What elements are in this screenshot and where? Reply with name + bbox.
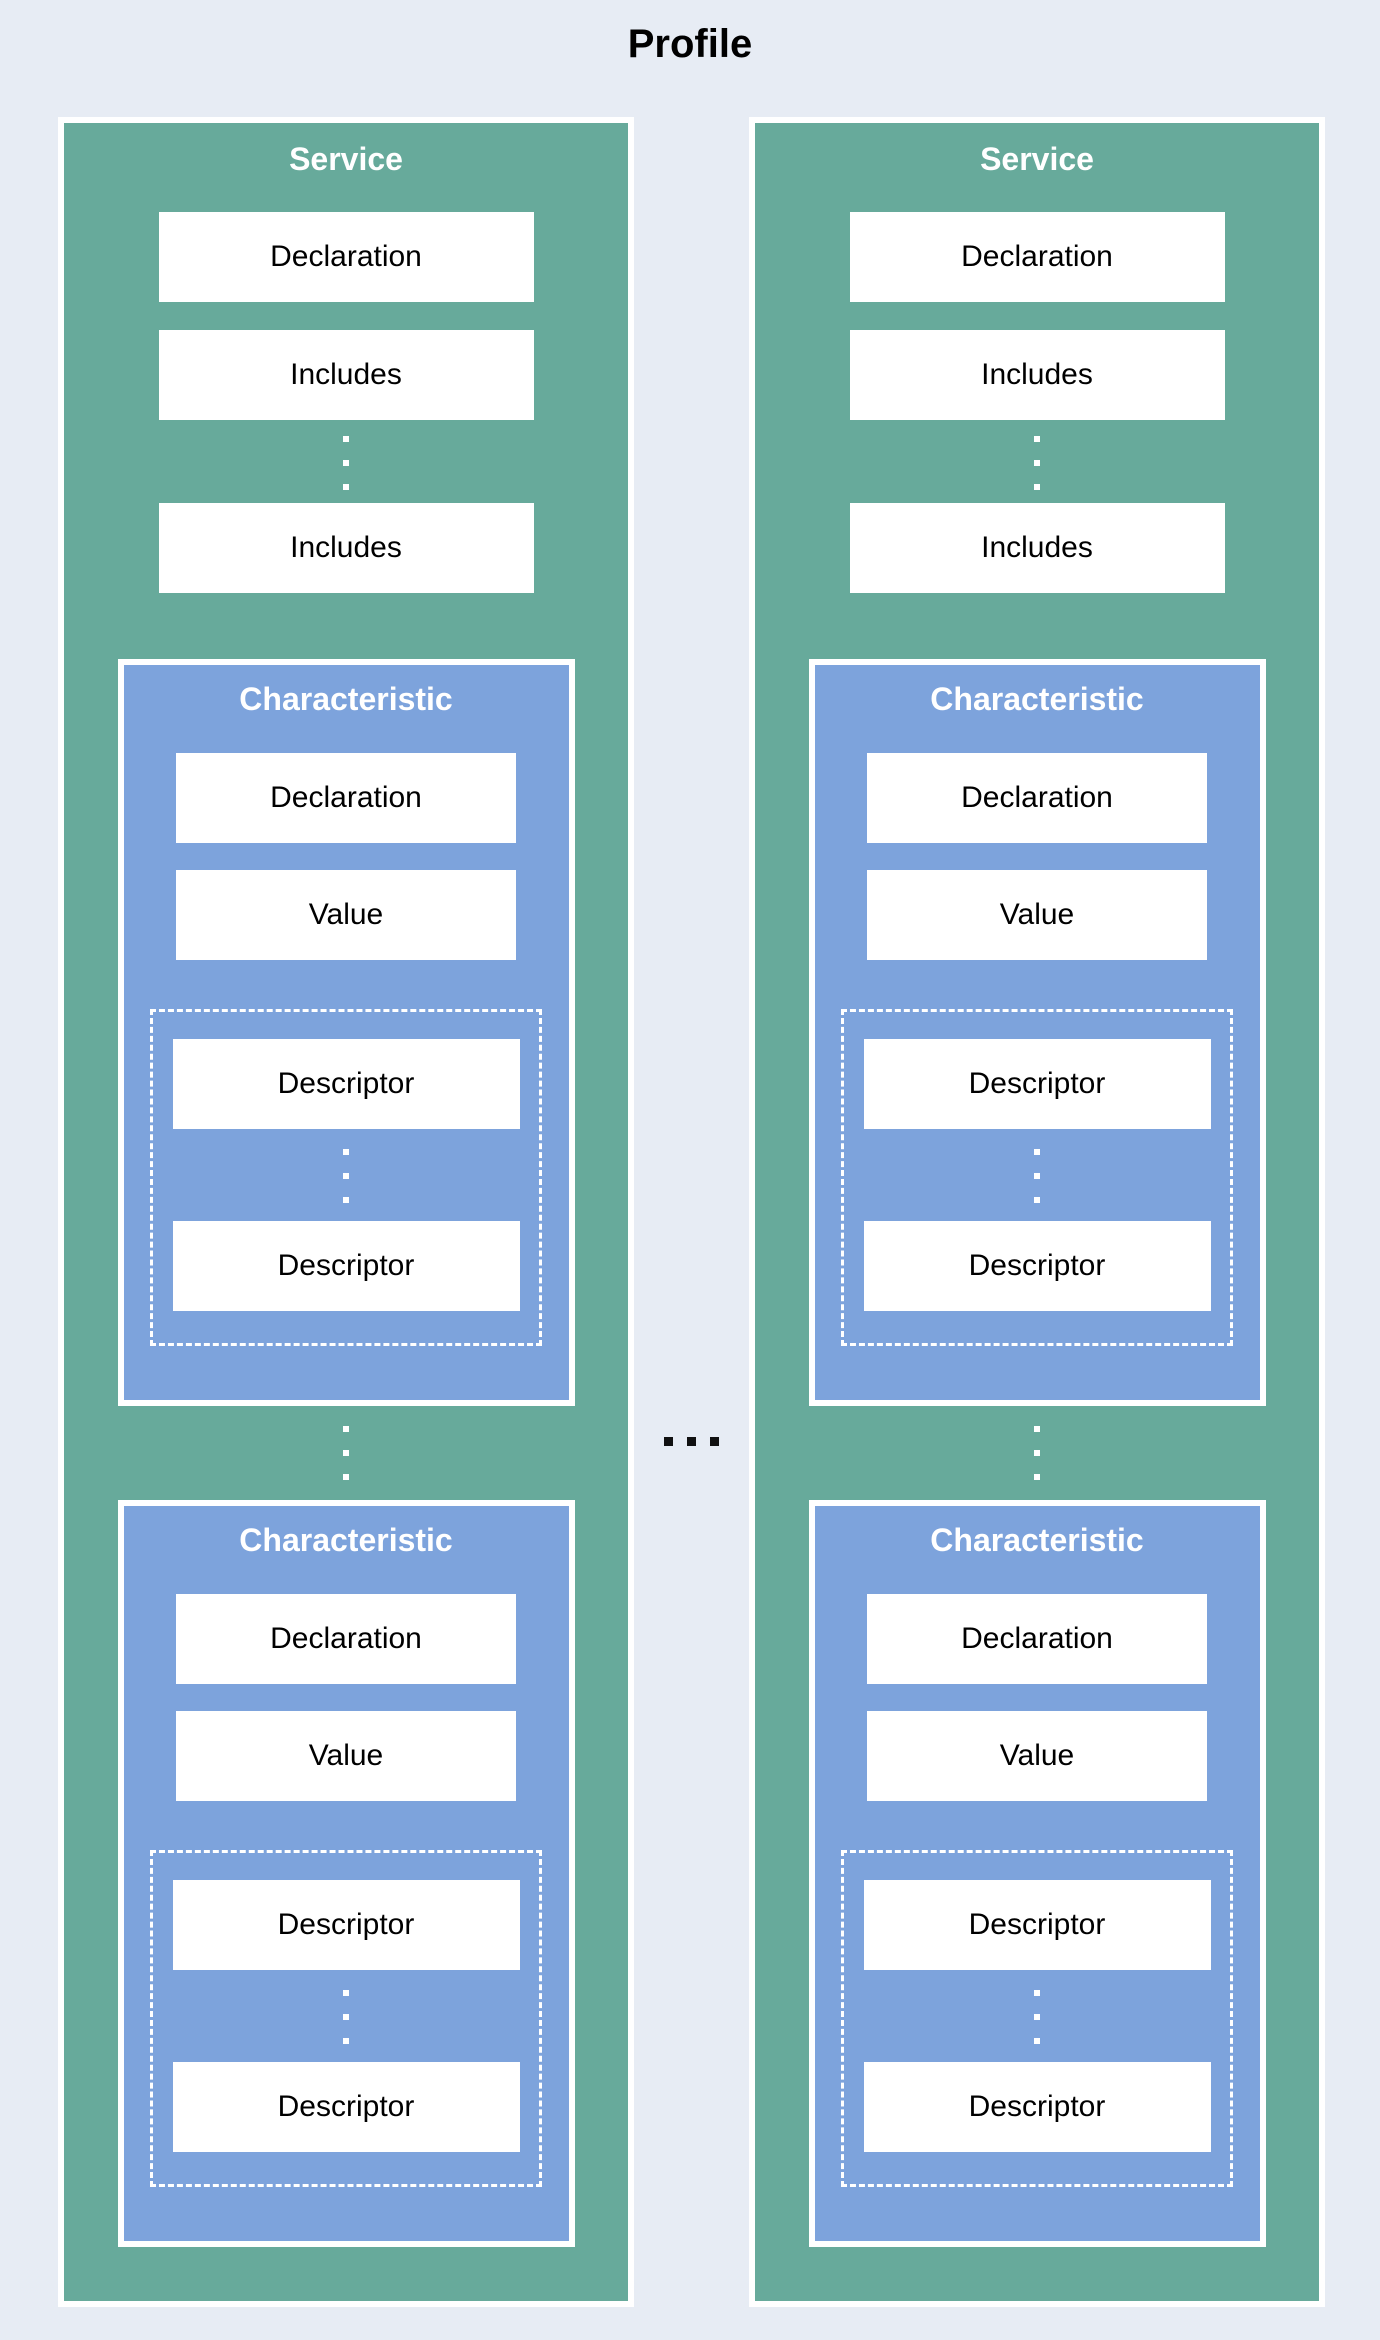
characteristic-declaration-box: Declaration	[176, 1594, 516, 1684]
ellipsis-dot	[1034, 1149, 1040, 1155]
ellipsis-dot	[343, 1149, 349, 1155]
service-panel: Service Declaration Includes Includes Ch…	[58, 117, 634, 2307]
descriptor-group: Descriptor Descriptor	[150, 1009, 542, 1346]
characteristic-panel: Characteristic Declaration Value Descrip…	[808, 1500, 1266, 2247]
vertical-ellipsis-icon	[343, 1426, 349, 1480]
ellipsis-dot	[343, 1197, 349, 1203]
vertical-ellipsis-icon	[1034, 1990, 1040, 2044]
ellipsis-dot	[343, 436, 349, 442]
descriptor-box: Descriptor	[863, 1880, 1211, 1970]
characteristic-value-box: Value	[867, 870, 1207, 960]
descriptor-label: Descriptor	[968, 1067, 1106, 1100]
service-includes-box: Includes	[849, 330, 1225, 420]
ellipsis-dot	[1034, 2014, 1040, 2020]
characteristic-title: Characteristic	[930, 1522, 1144, 1558]
service-panel: Service Declaration Includes Includes Ch…	[749, 117, 1325, 2307]
characteristic-title: Characteristic	[239, 681, 453, 717]
descriptor-box: Descriptor	[863, 1039, 1211, 1129]
ellipsis-dot	[1034, 1450, 1040, 1456]
service-includes-label: Includes	[290, 531, 402, 564]
characteristic-title: Characteristic	[930, 681, 1144, 717]
characteristic-value-label: Value	[999, 898, 1075, 931]
ellipsis-dot	[343, 484, 349, 490]
characteristic-declaration-label: Declaration	[270, 1622, 422, 1655]
ellipsis-dot	[343, 2014, 349, 2020]
characteristic-declaration-box: Declaration	[867, 1594, 1207, 1684]
vertical-ellipsis-icon	[1034, 1426, 1040, 1480]
ellipsis-dot	[1034, 1426, 1040, 1432]
service-declaration-label: Declaration	[270, 240, 422, 273]
services-gap	[634, 117, 749, 2307]
descriptor-box: Descriptor	[863, 2062, 1211, 2152]
ellipsis-dot	[343, 2038, 349, 2044]
descriptor-group: Descriptor Descriptor	[841, 1850, 1233, 2187]
characteristic-value-label: Value	[308, 1739, 384, 1772]
ellipsis-dot	[1034, 460, 1040, 466]
service-declaration-box: Declaration	[158, 212, 534, 302]
descriptor-label: Descriptor	[277, 2090, 415, 2123]
ellipsis-dot	[1034, 436, 1040, 442]
ellipsis-dot	[343, 1474, 349, 1480]
vertical-ellipsis-icon	[343, 436, 349, 490]
characteristic-declaration-label: Declaration	[961, 781, 1113, 814]
characteristic-declaration-box: Declaration	[176, 753, 516, 843]
descriptor-box: Descriptor	[172, 1880, 520, 1970]
characteristic-panel: Characteristic Declaration Value Descrip…	[117, 1500, 575, 2247]
ellipsis-dot	[343, 1990, 349, 1996]
characteristic-value-box: Value	[176, 870, 516, 960]
ellipsis-dot	[1034, 1990, 1040, 1996]
descriptor-box: Descriptor	[172, 1221, 520, 1311]
page-title: Profile	[627, 22, 753, 66]
descriptor-box: Descriptor	[172, 2062, 520, 2152]
ellipsis-dot	[343, 460, 349, 466]
service-declaration-label: Declaration	[961, 240, 1113, 273]
vertical-ellipsis-icon	[1034, 436, 1040, 490]
ellipsis-dot	[1034, 1474, 1040, 1480]
ellipsis-dot	[710, 1437, 719, 1446]
characteristic-declaration-label: Declaration	[961, 1622, 1113, 1655]
service-declaration-box: Declaration	[849, 212, 1225, 302]
ellipsis-dot	[343, 1450, 349, 1456]
descriptor-label: Descriptor	[968, 2090, 1106, 2123]
characteristic-panel: Characteristic Declaration Value Descrip…	[117, 659, 575, 1406]
descriptor-label: Descriptor	[277, 1249, 415, 1282]
ellipsis-dot	[343, 1426, 349, 1432]
descriptor-box: Descriptor	[172, 1039, 520, 1129]
ellipsis-dot	[664, 1437, 673, 1446]
descriptor-label: Descriptor	[277, 1908, 415, 1941]
characteristic-declaration-label: Declaration	[270, 781, 422, 814]
ellipsis-dot	[1034, 1173, 1040, 1179]
characteristic-declaration-box: Declaration	[867, 753, 1207, 843]
characteristic-value-label: Value	[308, 898, 384, 931]
ellipsis-dot	[343, 1173, 349, 1179]
ellipsis-dot	[687, 1437, 696, 1446]
service-title: Service	[289, 141, 403, 177]
descriptor-label: Descriptor	[277, 1067, 415, 1100]
descriptor-label: Descriptor	[968, 1908, 1106, 1941]
characteristic-value-box: Value	[176, 1711, 516, 1801]
horizontal-ellipsis-icon	[657, 1437, 726, 1446]
vertical-ellipsis-icon	[343, 1990, 349, 2044]
characteristic-value-box: Value	[867, 1711, 1207, 1801]
descriptor-group: Descriptor Descriptor	[841, 1009, 1233, 1346]
service-includes-box: Includes	[158, 503, 534, 593]
ellipsis-dot	[1034, 484, 1040, 490]
service-includes-box: Includes	[158, 330, 534, 420]
characteristic-panel: Characteristic Declaration Value Descrip…	[808, 659, 1266, 1406]
descriptor-group: Descriptor Descriptor	[150, 1850, 542, 2187]
service-includes-label: Includes	[981, 531, 1093, 564]
diagram-body: Service Declaration Includes Includes Ch…	[58, 117, 1325, 2307]
service-includes-label: Includes	[290, 358, 402, 391]
vertical-ellipsis-icon	[343, 1149, 349, 1203]
characteristic-title: Characteristic	[239, 1522, 453, 1558]
descriptor-box: Descriptor	[863, 1221, 1211, 1311]
service-title: Service	[980, 141, 1094, 177]
service-includes-label: Includes	[981, 358, 1093, 391]
characteristic-value-label: Value	[999, 1739, 1075, 1772]
ellipsis-dot	[1034, 1197, 1040, 1203]
ellipsis-dot	[1034, 2038, 1040, 2044]
descriptor-label: Descriptor	[968, 1249, 1106, 1282]
service-includes-box: Includes	[849, 503, 1225, 593]
vertical-ellipsis-icon	[1034, 1149, 1040, 1203]
